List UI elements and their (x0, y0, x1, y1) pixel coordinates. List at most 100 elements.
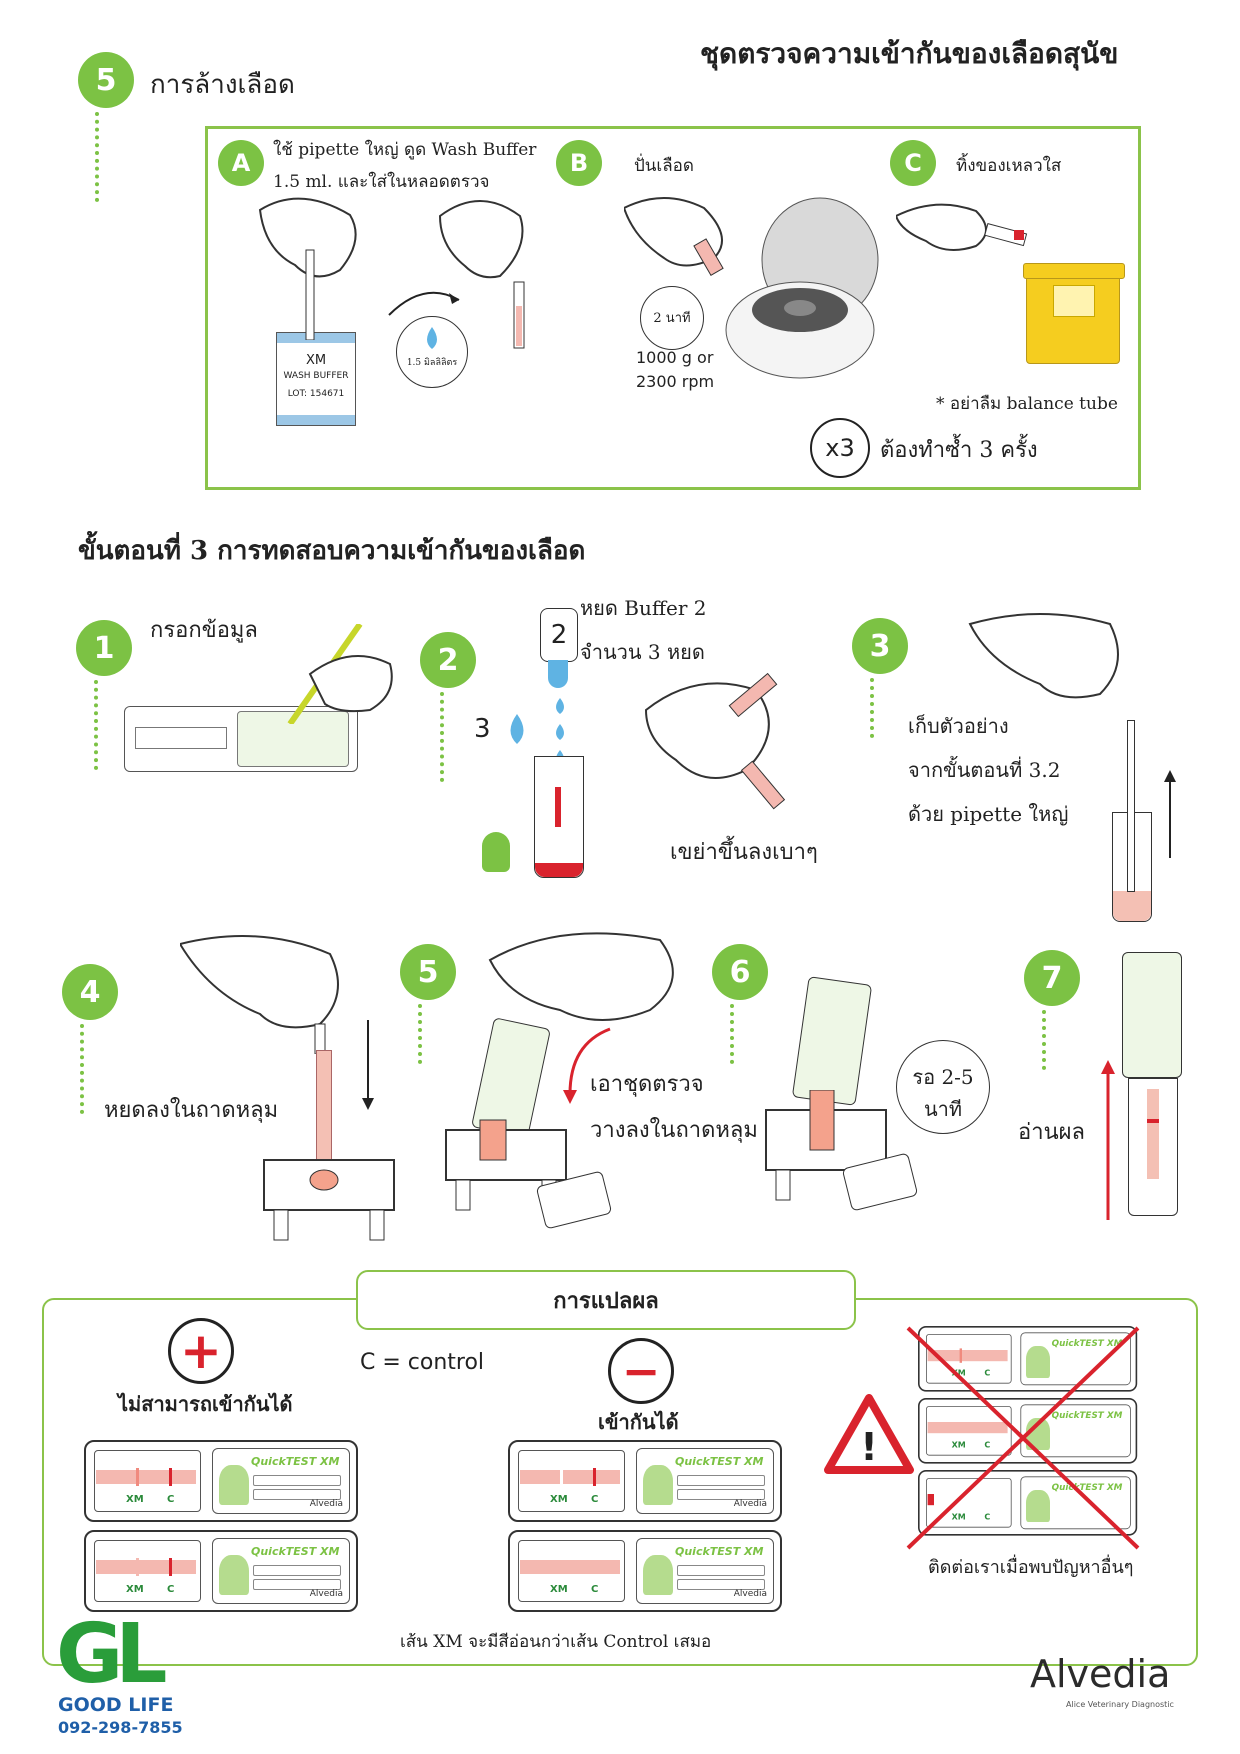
xm-label: XM (126, 1494, 144, 1505)
s5-number: 5 (417, 954, 439, 990)
repeat-count: x3 (825, 434, 855, 462)
step5-title: การล้างเลือด (150, 70, 295, 100)
negative-strip-1: XM C QuickTEST XM Alvedia (508, 1440, 782, 1522)
hand-pipette-s4 (180, 935, 339, 1054)
bottle-lot: LOT: 154671 (287, 389, 345, 399)
s5-dots (418, 1004, 422, 1064)
xm-label: XM (951, 1441, 966, 1450)
s7-text: อ่านผล (1018, 1120, 1085, 1145)
contact-text: ติดต่อเราเมื่อพบปัญหาอื่นๆ (928, 1557, 1134, 1578)
page-title: ชุดตรวจความเข้ากันของเลือดสุนัข (700, 37, 1119, 70)
s6-badge: 6 (712, 944, 768, 1000)
s4-text: หยดลงในถาดหลุม (104, 1098, 279, 1123)
bottle-name: XM (305, 353, 327, 368)
step5-dots (95, 112, 99, 202)
cross-icon (906, 1326, 1140, 1550)
s6-wait-line1: รอ 2-5 (912, 1065, 974, 1089)
balance-note: * อย่าลืม balance tube (936, 394, 1118, 414)
s5-line2: วางลงในถาดหลุม (590, 1118, 758, 1143)
s2-badge: 2 (420, 632, 476, 688)
positive-strip-2: XM C QuickTEST XM Alvedia (84, 1530, 358, 1612)
wash-b-letter: B (569, 149, 589, 177)
wash-a-letter: A (231, 149, 251, 177)
s3-badge: 3 (852, 618, 908, 674)
s2-dots (440, 692, 444, 782)
wash-c-badge: C (890, 140, 936, 186)
repeat-badge: x3 (810, 418, 870, 478)
s2-buffer-bottle: 2 (540, 608, 578, 662)
s6-card (791, 976, 873, 1106)
s1-text: กรอกข้อมูล (150, 618, 258, 643)
c-label: C (984, 1441, 991, 1450)
s4-dots (80, 1024, 84, 1114)
alvedia-mini: Alvedia (309, 1589, 343, 1599)
s7-strip (1128, 1078, 1178, 1216)
quicktest-label: QuickTEST XM (1051, 1482, 1123, 1493)
s7-dots (1042, 1010, 1046, 1070)
invalid-strip-2: XM C QuickTEST XM (918, 1398, 1138, 1464)
hands-shake-s2 (644, 672, 786, 810)
s3-pipette (1127, 720, 1135, 892)
xm-label: XM (550, 1584, 568, 1595)
step5-number: 5 (95, 62, 117, 98)
s2-shake-text: เขย่าขึ้นลงเบาๆ (670, 840, 818, 865)
wash-panel (205, 126, 1141, 490)
s5-badge: 5 (400, 944, 456, 1000)
s6-tray (765, 1090, 887, 1201)
invalid-group: XM C QuickTEST XM XM C QuickTEST XM XM C… (918, 1326, 1138, 1536)
bottle-label: WASH BUFFER (283, 371, 349, 381)
gl-logo: GL (56, 1607, 168, 1702)
c-label: C (591, 1494, 599, 1505)
hand-pour-c (896, 203, 1028, 251)
negative-icon: − (608, 1338, 674, 1404)
negative-strip-2: XM C QuickTEST XM Alvedia (508, 1530, 782, 1612)
wash-a-line2: 1.5 ml. และใส่ในหลอดตรวจ (273, 172, 490, 192)
hand-pipette-s3 (968, 613, 1119, 699)
s2-buffer-number: 2 (550, 620, 568, 650)
positive-label: ไม่สามารถเข้ากันได้ (118, 1392, 293, 1416)
wash-a-badge: A (218, 140, 264, 186)
s2-buffer-line2: จำนวน 3 หยด (580, 640, 705, 664)
s7-card (1122, 952, 1182, 1078)
c-label: C (984, 1369, 991, 1378)
xm-label: XM (951, 1369, 966, 1378)
spin-time-circle: 2 นาที (640, 286, 704, 350)
arrow-up-red-icon (1101, 1060, 1115, 1220)
footnote: เส้น XM จะมีสีอ่อนกว่าเส้น Control เสมอ (400, 1632, 712, 1652)
s1-test-card (124, 706, 358, 772)
s2-drops-number: 3 (474, 714, 491, 744)
xm-label: XM (550, 1494, 568, 1505)
repeat-text: ต้องทำซ้ำ 3 ครั้ง (880, 438, 1038, 463)
arrow-up-icon (1164, 770, 1176, 858)
alvedia-sub: Alice Veterinary Diagnostic (1066, 1700, 1174, 1709)
wash-b-badge: B (556, 140, 602, 186)
drop-circle: 1.5 มิลลิลิตร (396, 316, 468, 388)
s3-number: 3 (869, 628, 891, 664)
wash-a-line1: ใช้ pipette ใหญ่ ดูด Wash Buffer (273, 140, 537, 160)
curved-arrow-icon (563, 1027, 611, 1104)
s4-number: 4 (79, 974, 101, 1010)
c-label: C (167, 1584, 175, 1595)
centrifuge-illustration (725, 197, 879, 379)
alvedia-mini: Alvedia (309, 1499, 343, 1509)
quicktest-label: QuickTEST XM (1051, 1410, 1123, 1421)
s4-tray (263, 1159, 395, 1241)
step3-heading: ขั้นตอนที่ 3 การทดสอบความเข้ากันของเลือด (78, 536, 586, 566)
s6-number: 6 (729, 954, 751, 990)
warning-icon: ! (824, 1394, 914, 1474)
invalid-strip-1: XM C QuickTEST XM (918, 1326, 1138, 1392)
water-drop-icon (427, 327, 437, 349)
spin-speed-1: 1000 g or (636, 348, 714, 367)
interpret-title: การแปลผล (553, 1287, 659, 1314)
c-legend: C = control (360, 1350, 485, 1375)
company-name: GOOD LIFE (58, 1694, 174, 1716)
spin-time: 2 นาที (653, 311, 691, 326)
positive-icon: + (168, 1318, 234, 1384)
hand-pipette-a1 (258, 197, 357, 340)
quicktest-label: QuickTEST XM (251, 1545, 340, 1558)
s2-tube (534, 756, 584, 878)
xm-label: XM (126, 1584, 144, 1595)
s1-dots (94, 680, 98, 770)
s2-cap (482, 832, 510, 872)
hand-pen-s1 (287, 624, 393, 724)
